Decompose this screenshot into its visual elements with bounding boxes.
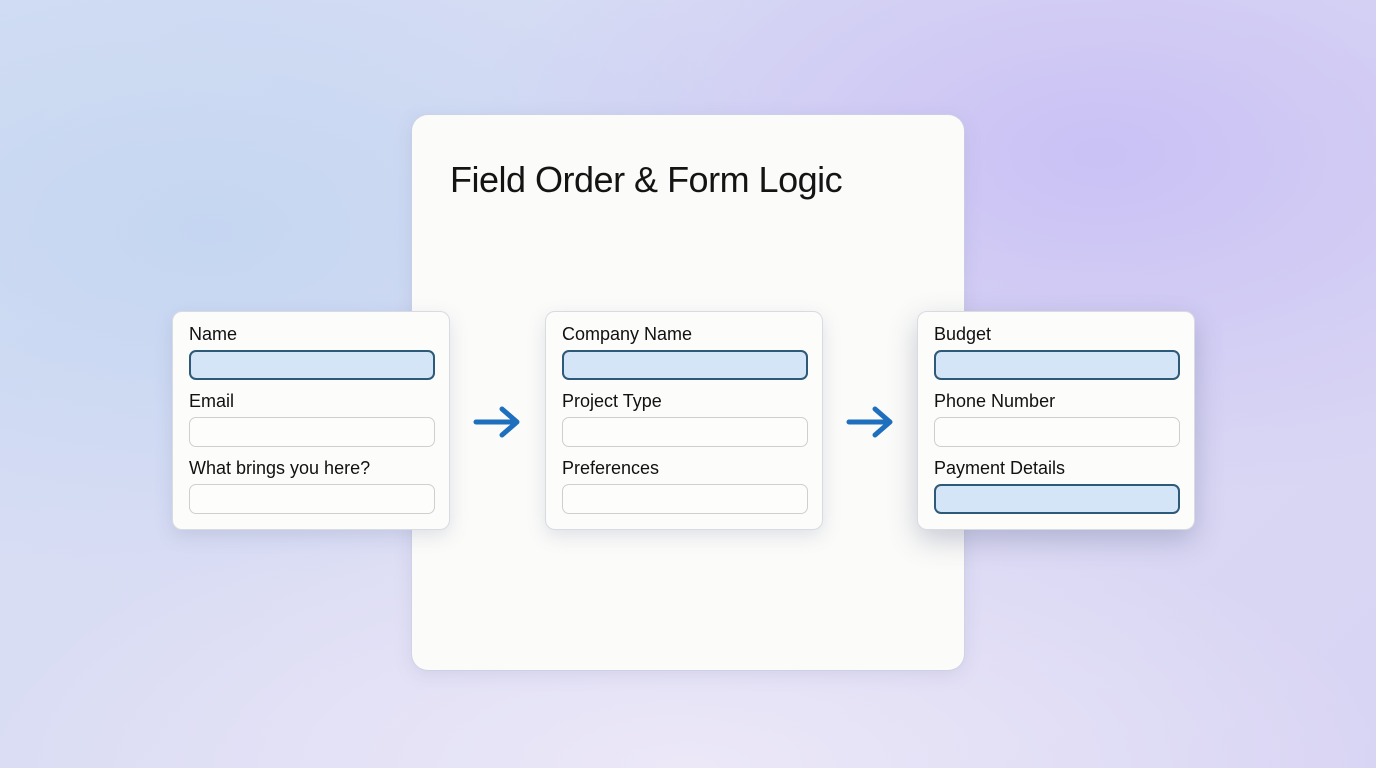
email-input[interactable]: [189, 417, 435, 447]
phone-number-label: Phone Number: [934, 391, 1056, 411]
arrow-right-icon: [846, 406, 893, 438]
arrow-right-icon: [473, 406, 520, 438]
name-input[interactable]: [189, 350, 435, 380]
what-brings-you-label: What brings you here?: [189, 458, 371, 478]
budget-input[interactable]: [934, 350, 1180, 380]
company-name-input[interactable]: [562, 350, 808, 380]
company-name-label: Company Name: [562, 324, 693, 344]
payment-details-label: Payment Details: [934, 458, 1066, 478]
project-type-input[interactable]: [562, 417, 808, 447]
email-label: Email: [189, 391, 235, 411]
what-brings-you-input[interactable]: [189, 484, 435, 514]
project-type-label: Project Type: [562, 391, 662, 411]
preferences-input[interactable]: [562, 484, 808, 514]
phone-number-input[interactable]: [934, 417, 1180, 447]
payment-details-input[interactable]: [934, 484, 1180, 514]
main-card: Field Order & Form Logic: [412, 115, 964, 670]
name-label: Name: [189, 324, 238, 344]
form-step-2: Company Name Project Type Preferences: [545, 311, 823, 530]
budget-label: Budget: [934, 324, 992, 344]
preferences-label: Preferences: [562, 458, 660, 478]
form-step-1: Name Email What brings you here?: [172, 311, 450, 530]
form-step-3: Budget Phone Number Payment Details: [917, 311, 1195, 530]
page-title: Field Order & Form Logic: [450, 159, 843, 200]
